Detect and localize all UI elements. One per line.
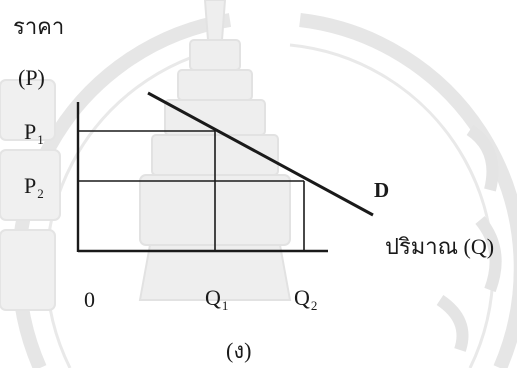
p2-label: P2: [24, 173, 44, 201]
q1-letter: Q: [205, 285, 221, 310]
seal-lettering-right: [436, 125, 502, 352]
q1-label: Q1: [205, 285, 229, 313]
p1-label: P1: [24, 119, 44, 147]
p1-letter: P: [24, 119, 37, 144]
demand-curve-label: D: [374, 178, 390, 202]
p2-subscript: 2: [37, 186, 44, 201]
y-axis-symbol: (P): [18, 65, 45, 90]
p2-letter: P: [24, 173, 37, 198]
q2-letter: Q: [294, 285, 310, 310]
q2-subscript: 2: [310, 298, 318, 313]
origin-label: 0: [84, 287, 95, 312]
q2-label: Q2: [294, 285, 318, 313]
figure-caption: (ง): [226, 338, 252, 363]
q1-subscript: 1: [221, 298, 229, 313]
seal-ornament-left: [0, 79, 61, 311]
p1-subscript: 1: [37, 132, 44, 147]
demand-curve: [147, 91, 374, 217]
y-axis-title: ราคา: [13, 14, 65, 39]
x-axis-title: ปริมาณ (Q): [385, 234, 495, 259]
seal-inner-ring-right: [289, 43, 495, 368]
